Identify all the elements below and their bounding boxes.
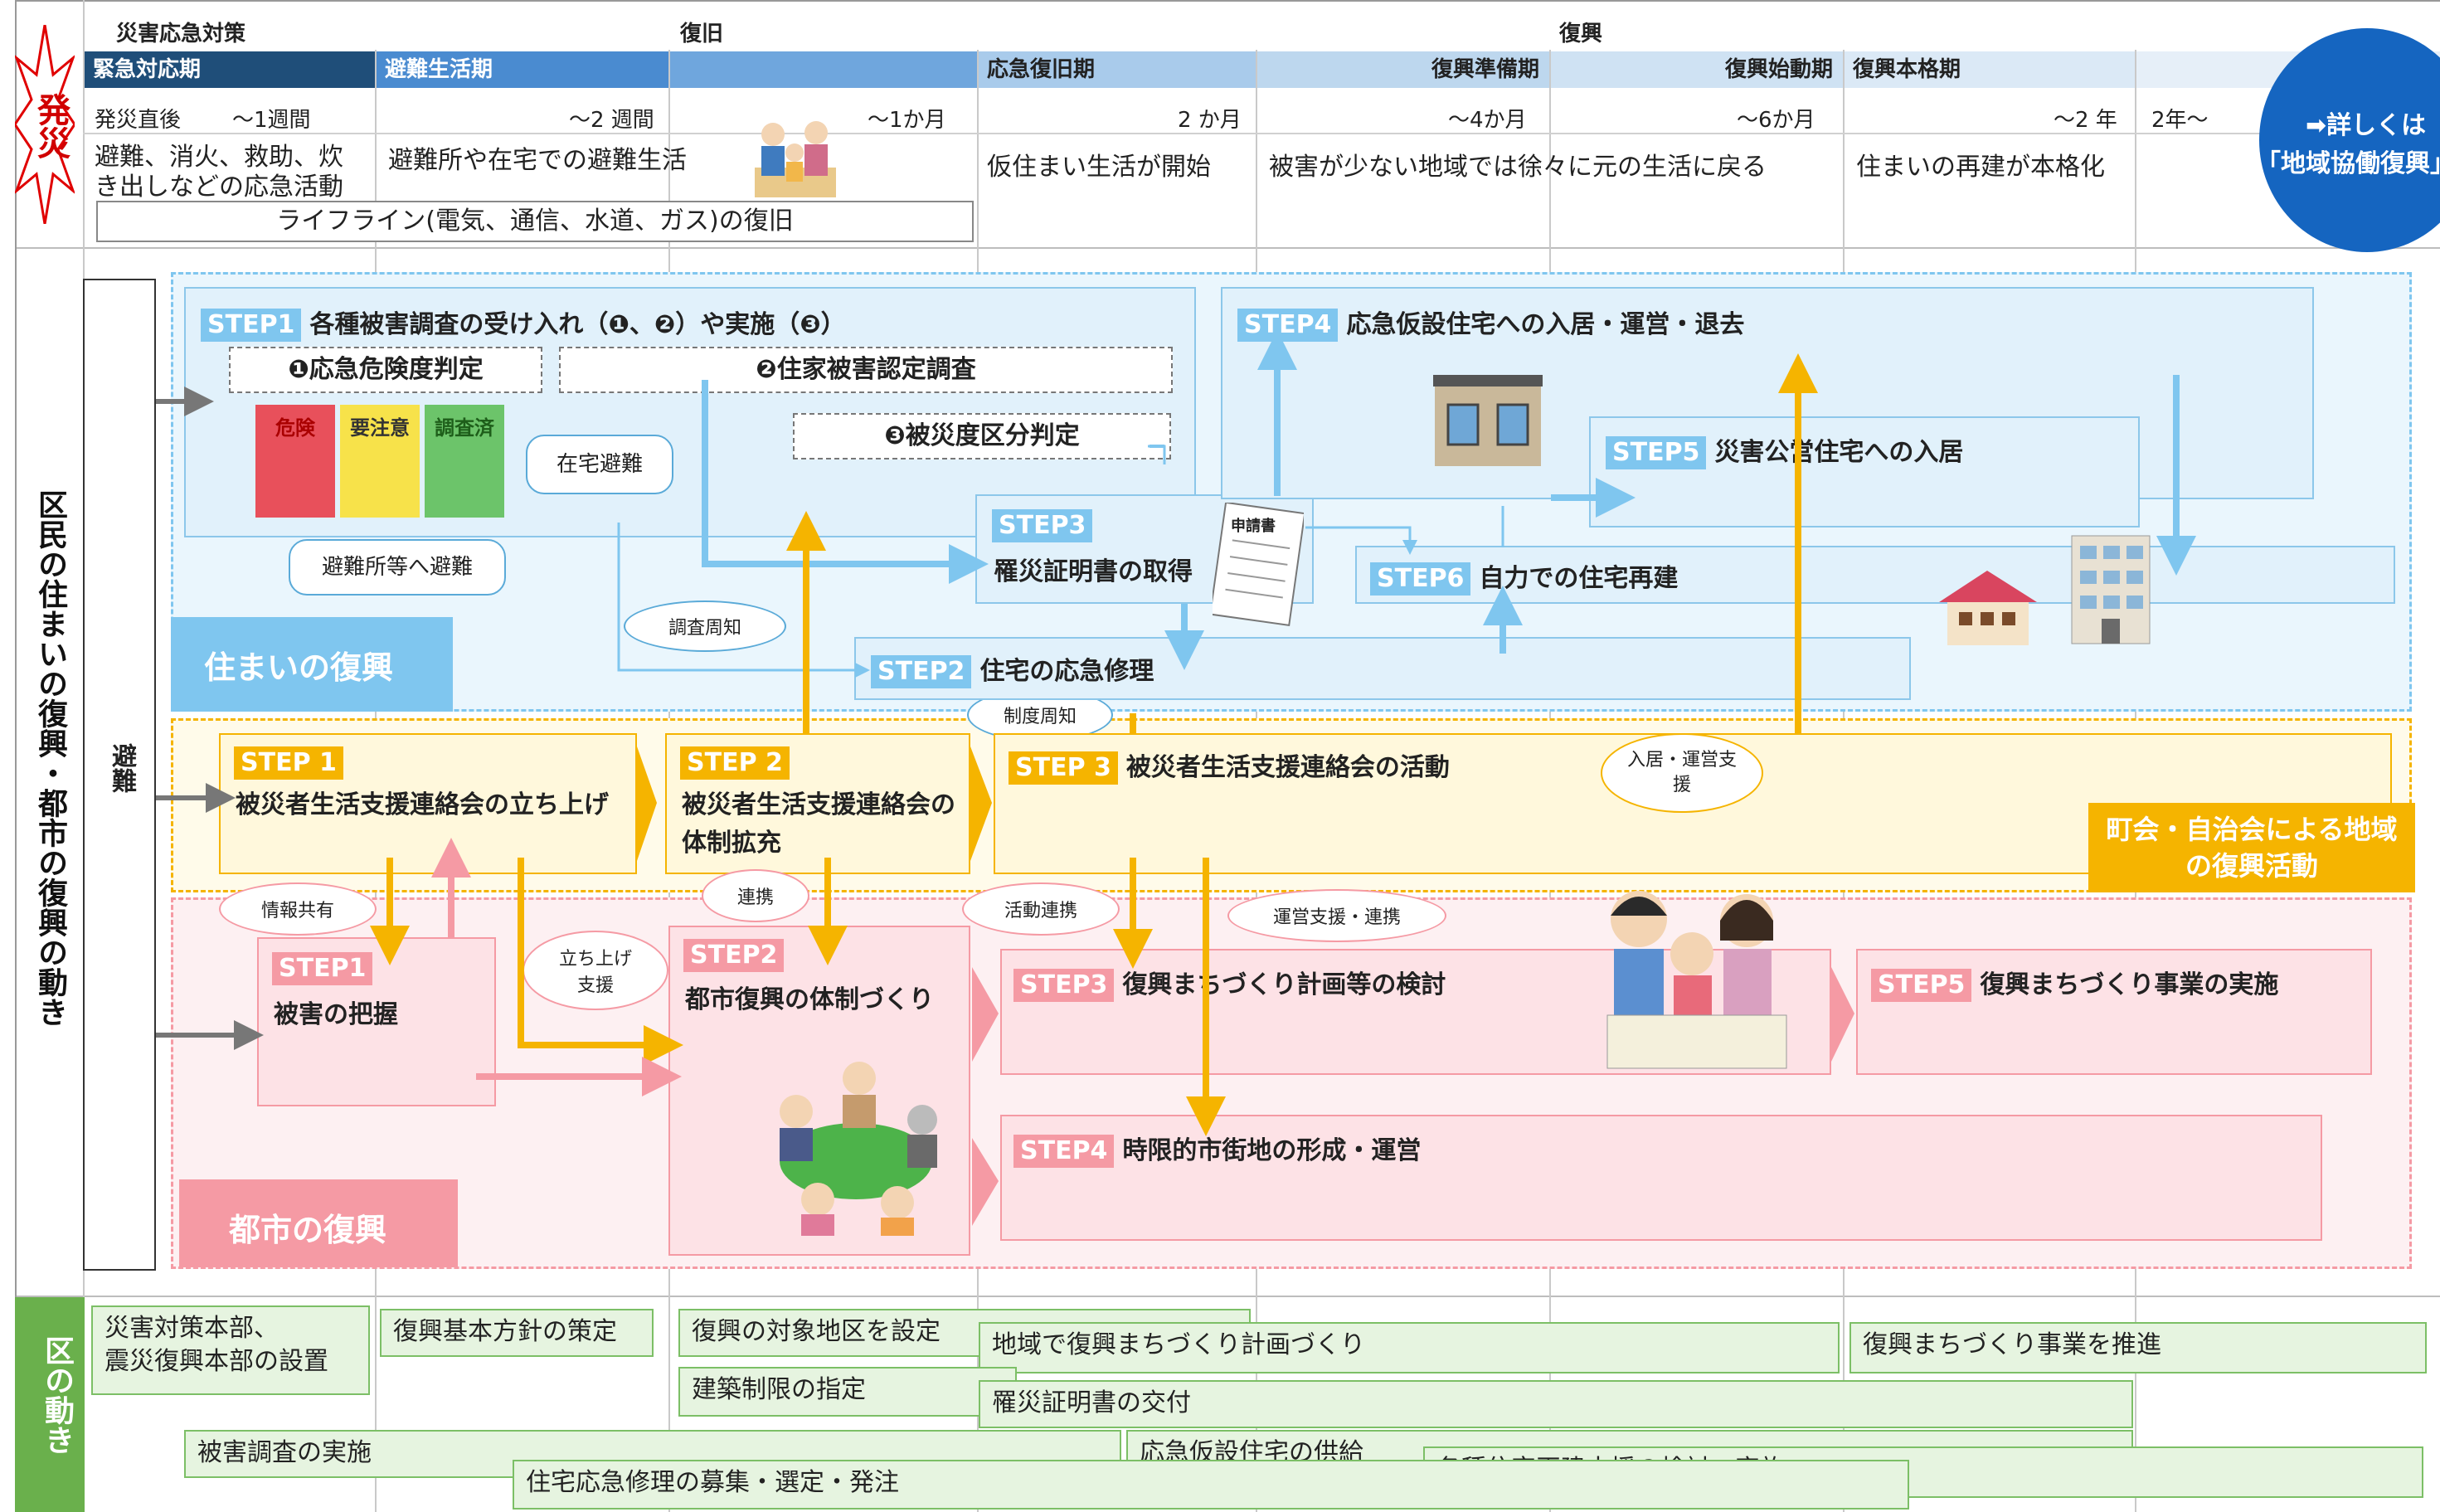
more-info-line1: ➡詳しくは xyxy=(2306,111,2427,140)
card-caution: 要注意 xyxy=(340,405,420,518)
card-inspected: 調査済 xyxy=(425,405,504,518)
phase-preparation: 復興準備期 xyxy=(1257,51,1549,88)
application-form-label: 申請書 xyxy=(1231,518,1276,535)
desc-emergency-2: き出しなどの応急活動 xyxy=(95,173,343,202)
shelter-evac-callout: 避難所等へ避難 xyxy=(289,539,506,596)
sub-emergency-judgement: ❶応急危険度判定 xyxy=(229,347,542,393)
ward-building-restriction: 建築制限の指定 xyxy=(678,1367,1017,1417)
period-emergency: 災害応急対策 xyxy=(116,22,246,46)
lifeline-box: ライフライン(電気、通信、水道、ガス)の復旧 xyxy=(96,201,974,242)
evacuation-label: 避難 xyxy=(107,743,136,793)
cooperation-bubble: 連携 xyxy=(702,869,809,922)
application-form-icon: 申請書 xyxy=(1209,501,1306,627)
info-share-bubble: 情報共有 xyxy=(219,882,377,936)
time-0: 発災直後 xyxy=(95,108,182,133)
temporary-housing-icon xyxy=(1430,372,1546,471)
time-4: 2 か月 xyxy=(1178,108,1242,133)
housing-section-label-bg xyxy=(171,617,453,712)
desc-temporary: 仮住まい生活が開始 xyxy=(987,153,1211,182)
time-6: ～6か月 xyxy=(1737,108,1815,133)
disaster-label: 発災 xyxy=(32,93,70,159)
more-info-link[interactable]: ➡詳しくは 「地域協働復興」 xyxy=(2256,28,2440,252)
ward-label: 区の動き xyxy=(40,1335,74,1455)
housing-step6-box xyxy=(1355,546,2395,604)
support-step2-title: 被災者生活支援連絡会の体制拡充 xyxy=(682,790,955,858)
city-step2-title: 都市復興の体制づくり xyxy=(685,985,934,1014)
city-step1-tag: STEP1 xyxy=(272,952,381,985)
house-icon xyxy=(1934,566,2042,649)
card-danger: 危険 xyxy=(255,405,335,518)
lifeline-text: ライフライン(電気、通信、水道、ガス)の復旧 xyxy=(276,207,794,236)
family-evacuation-illustration xyxy=(750,109,841,201)
sub-damage-level: ❸被災度区分判定 xyxy=(793,413,1171,459)
housing-section-label: 住まいの復興 xyxy=(204,649,394,686)
city-section-label-bg xyxy=(179,1179,458,1267)
housing-step3-title: 罹災証明書の取得 xyxy=(994,557,1193,586)
ward-emergency-repair: 住宅応急修理の募集・選定・発注 xyxy=(513,1460,1909,1510)
desc-housing: 住まいの再建が本格化 xyxy=(1856,153,2105,182)
ward-hq-setup: 災害対策本部、震災復興本部の設置 xyxy=(91,1305,370,1395)
time-7: ～2 年 xyxy=(2054,108,2117,133)
disaster-burst: 発災 xyxy=(13,24,76,225)
city-step1-title: 被害の把握 xyxy=(274,1000,398,1029)
housing-step2-box xyxy=(854,637,1911,700)
time-2: ～2 週間 xyxy=(569,108,654,133)
desc-gradual: 被害が少ない地域では徐々に元の生活に戻る xyxy=(1269,153,1767,182)
more-info-line2: 「地域協働復興」 xyxy=(2256,149,2440,178)
phase-full: 復興本格期 xyxy=(1845,51,2135,88)
time-5: ～4か月 xyxy=(1448,108,1527,133)
activity-coop-bubble: 活動連携 xyxy=(962,882,1120,936)
phase-emergency-recovery: 応急復旧期 xyxy=(979,51,1256,88)
phase-evacuation-bar: 避難生活期 xyxy=(377,51,668,88)
meeting-illustration xyxy=(760,1045,950,1236)
family-map-illustration xyxy=(1599,882,1795,1072)
phase-evacuation-bar-2 xyxy=(670,51,977,88)
time-1: ～1週間 xyxy=(232,108,311,133)
operation-coop-bubble: 運営支援・連携 xyxy=(1227,889,1446,942)
sub-house-damage: ❷住家被害認定調査 xyxy=(559,347,1173,393)
ward-basic-policy: 復興基本方針の策定 xyxy=(380,1309,654,1357)
move-in-support-bubble: 入居・運営支援 xyxy=(1601,733,1763,813)
ward-certificate-issuance: 罹災証明書の交付 xyxy=(979,1380,2133,1428)
residents-label: 区民の住まいの復興・都市の復興の動き xyxy=(33,489,67,1027)
city-step2-tag: STEP2 xyxy=(683,939,792,972)
community-label-box: 町会・自治会による地域の復興活動 xyxy=(2088,803,2415,892)
apartment-icon xyxy=(2065,529,2156,647)
survey-notice-bubble: 調査周知 xyxy=(624,600,786,652)
support-step1-title: 被災者生活支援連絡会の立ち上げ xyxy=(236,790,609,819)
housing-step5-box xyxy=(1589,416,2140,527)
housing-step3-tag-row: STEP3 xyxy=(992,509,1101,542)
home-evac-callout: 在宅避難 xyxy=(526,435,673,494)
phase-start: 復興始動期 xyxy=(1551,51,1843,88)
support-step1-tag: STEP 1 xyxy=(234,746,352,780)
ward-promote-project: 復興まちづくり事業を推進 xyxy=(1849,1322,2427,1373)
desc-evacuation: 避難所や在宅での避難生活 xyxy=(388,146,687,175)
ward-label-bg xyxy=(15,1297,85,1512)
time-8: 2年～ xyxy=(2151,108,2209,133)
city-section-label: 都市の復興 xyxy=(229,1212,387,1248)
time-3: ～1か月 xyxy=(868,108,946,133)
desc-emergency-1: 避難、消火、救助、炊 xyxy=(95,143,343,172)
evacuation-column xyxy=(83,279,156,1271)
phase-emergency: 緊急対応期 xyxy=(85,51,375,88)
ward-community-plan: 地域で復興まちづくり計画づくり xyxy=(979,1322,1840,1373)
support-step2-tag: STEP 2 xyxy=(680,746,798,780)
period-reconstruction: 復興 xyxy=(1559,22,1603,46)
period-recovery: 復旧 xyxy=(680,22,724,46)
